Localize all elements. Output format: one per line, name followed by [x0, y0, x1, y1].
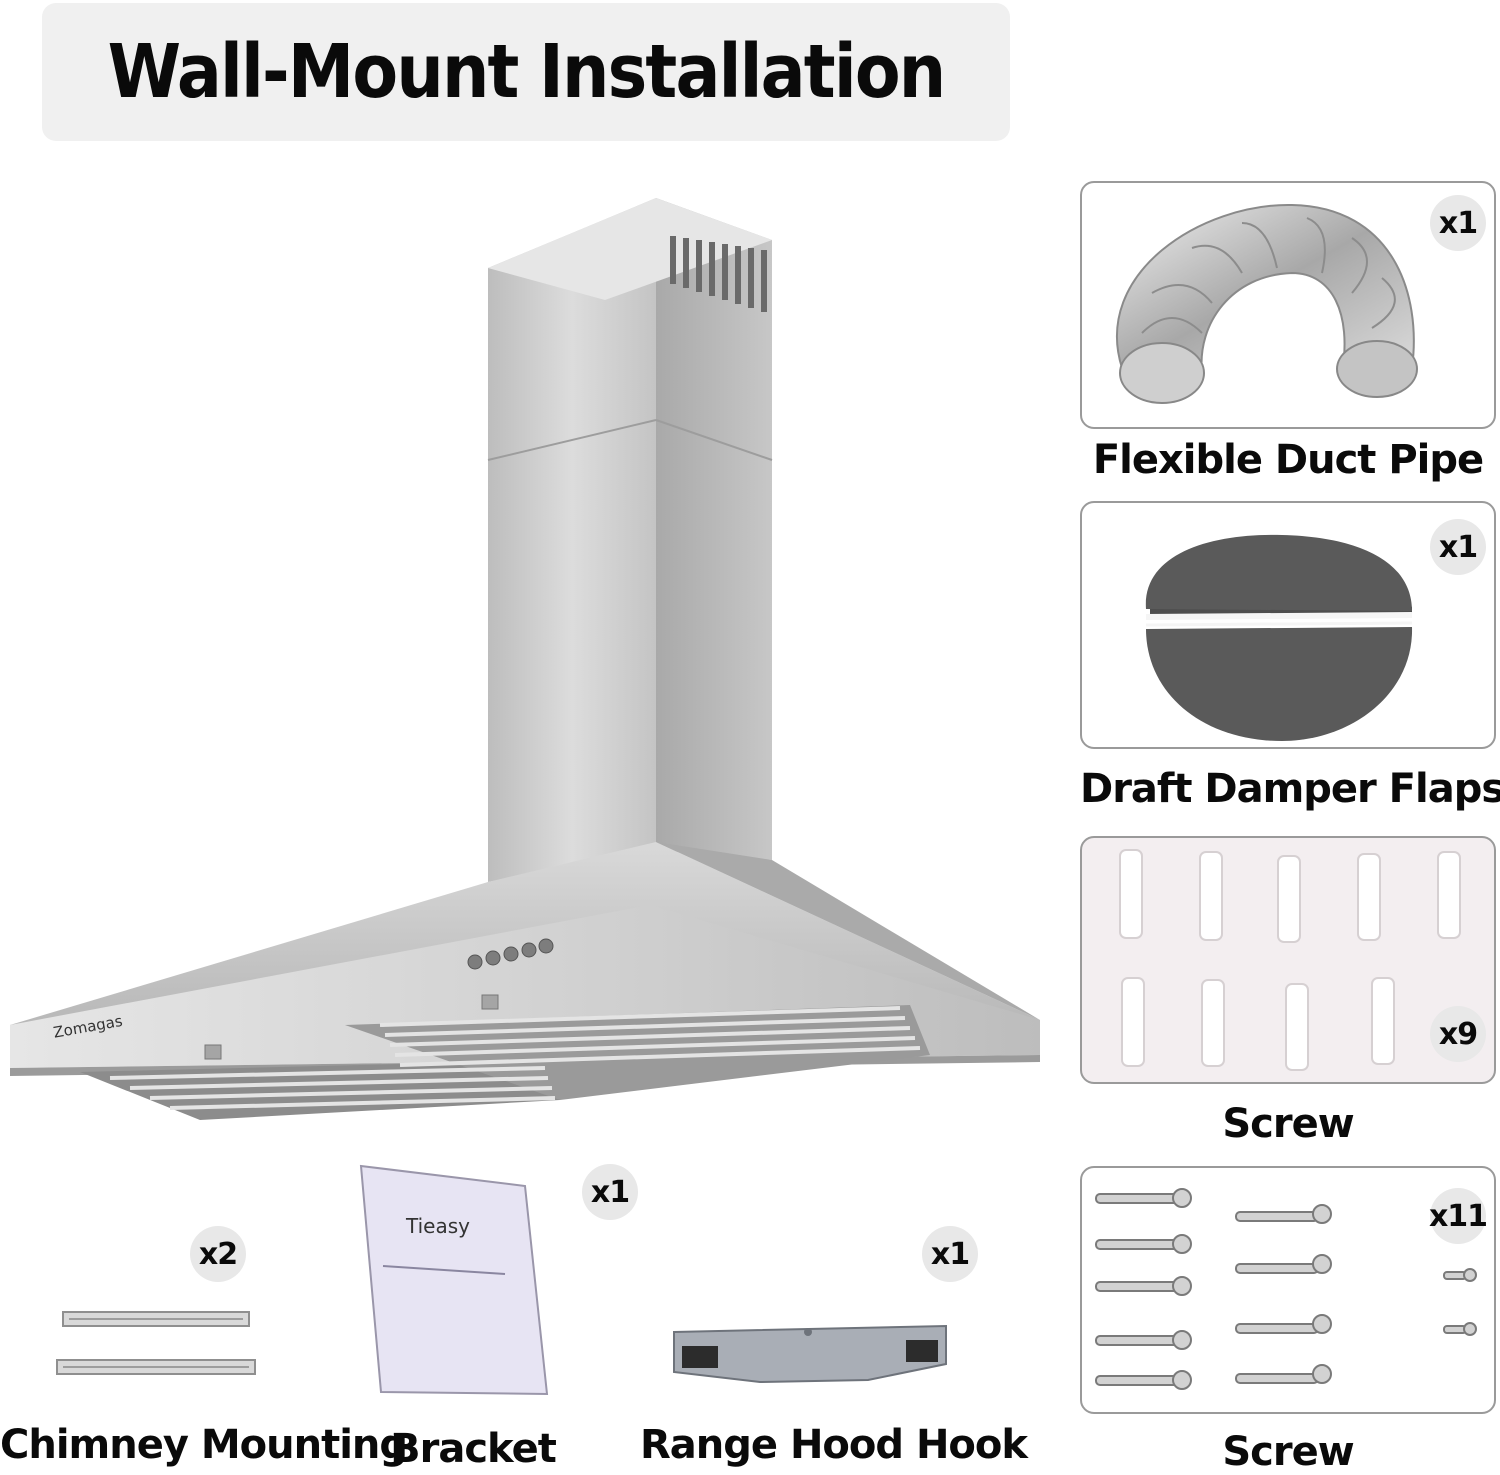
page-title: Wall-Mount Installation — [107, 29, 947, 115]
draft-damper-flaps-image — [1145, 534, 1413, 741]
quantity-badge: x1 — [1430, 519, 1486, 575]
anchors-caption: Screw — [1222, 1101, 1354, 1147]
chimney-mounting-caption: Chimney Mounting — [0, 1422, 408, 1468]
quantity-badge: x11 — [1429, 1188, 1488, 1244]
range-hood-hook-caption: Range Hood Hook — [640, 1422, 1028, 1468]
wall-anchors-panel: x9 — [1080, 836, 1496, 1084]
quantity-badge: x1 — [922, 1226, 978, 1282]
wood-screws-image — [1095, 1188, 1477, 1390]
damper-flaps-caption: Draft Damper Flaps — [1080, 766, 1500, 812]
duct-pipe-caption: Flexible Duct Pipe — [1092, 437, 1484, 483]
quantity-badge: x2 — [190, 1226, 246, 1282]
duct-pipe-panel: x1 — [1080, 181, 1496, 429]
chimney-mounting-rails-image — [56, 1311, 256, 1375]
screws-panel: x11 — [1080, 1166, 1496, 1414]
screws-caption: Screw — [1222, 1429, 1354, 1475]
quantity-badge: x9 — [1430, 1006, 1486, 1062]
quantity-badge: x1 — [1430, 195, 1486, 251]
booklet-brand-label: Tieasy — [406, 1214, 470, 1238]
range-hood-hook-image — [673, 1324, 947, 1384]
title-banner: Wall-Mount Installation — [42, 3, 1010, 141]
damper-flaps-panel: x1 — [1080, 501, 1496, 749]
range-hood-image — [10, 198, 1040, 1120]
instruction-booklet-image — [359, 1164, 549, 1396]
flexible-duct-pipe-image — [1115, 203, 1418, 404]
quantity-badge: x1 — [582, 1164, 638, 1220]
wall-anchors-image — [1119, 849, 1461, 1071]
bracket-caption: Bracket — [390, 1426, 557, 1472]
